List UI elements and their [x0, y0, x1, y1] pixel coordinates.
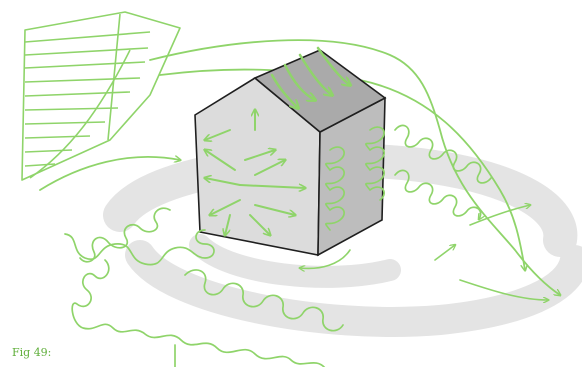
house-icon	[195, 50, 385, 255]
wind-profile-icon	[22, 12, 180, 180]
figure-caption: Fig 49:	[12, 346, 51, 359]
